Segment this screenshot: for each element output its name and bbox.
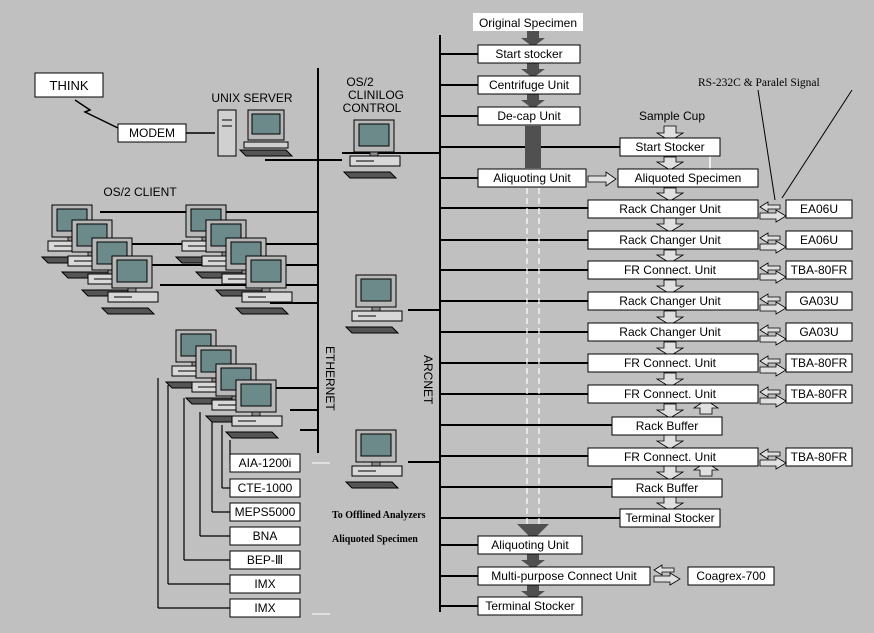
unit-5-label: FR Connect. Unit: [624, 356, 717, 370]
os2-client-label: OS/2 CLIENT: [103, 185, 177, 199]
decap-label: De-cap Unit: [497, 109, 561, 123]
analyzer-7-label: TBA-80FR: [791, 450, 848, 464]
dark-arrows: [521, 30, 545, 600]
unix-server-label: UNIX SERVER: [211, 91, 292, 105]
rs232c-label: RS-232C & Paralel Signal: [698, 77, 820, 89]
offline-0-label: AIA-1200i: [239, 456, 292, 470]
aliquoting-label: Aliquoting Unit: [493, 171, 571, 185]
offline-3-label: BNA: [253, 529, 278, 543]
os2-label-line3: CONTROL: [343, 101, 402, 115]
analyzer-1-label: EA06U: [800, 233, 838, 247]
start-stocker-2-label: Start Stocker: [635, 140, 704, 154]
to-offlined-label: To Offlined Analyzers: [332, 510, 426, 521]
arcnet-label: ARCNET: [421, 355, 435, 405]
pc-arcnet-2: [345, 429, 403, 489]
os2-client-cluster: [41, 204, 293, 315]
unit-9-label: Rack Buffer: [636, 481, 698, 495]
offline-6-label: IMX: [254, 601, 275, 615]
hollow-arrows: [587, 125, 720, 512]
centrifuge-label: Centrifuge Unit: [489, 78, 570, 92]
multipurpose-label: Multi-purpose Connect Unit: [491, 569, 637, 583]
pc-clinilog: [343, 119, 401, 179]
terminal-stocker-2-label: Terminal Stocker: [485, 599, 574, 613]
analyzer-links: [653, 201, 787, 586]
pc-arcnet-1: [345, 274, 403, 334]
original-specimen-label: Original Specimen: [479, 16, 577, 30]
unit-2-label: FR Connect. Unit: [624, 263, 717, 277]
offline-5-label: IMX: [254, 577, 275, 591]
unit-0-label: Rack Changer Unit: [619, 202, 721, 216]
modem-wiring: [74, 99, 215, 134]
modem-box: [117, 123, 187, 143]
analyzer-boxes: [687, 199, 853, 586]
unit-10-label: Terminal Stocker: [625, 511, 714, 525]
aliquoting-2-label: Aliquoting Unit: [491, 538, 569, 552]
coagrex-label: Coagrex-700: [696, 569, 766, 583]
aliquoted-specimen-bottom-label: Aliquoted Specimen: [332, 534, 418, 545]
analyzer-5-label: TBA-80FR: [791, 356, 848, 370]
unit-1-label: Rack Changer Unit: [619, 233, 721, 247]
unit-6-label: FR Connect. Unit: [624, 387, 717, 401]
rs232c-pointers: [757, 89, 853, 201]
offline-4-label: BEP-Ⅲ: [247, 553, 283, 567]
offline-device-boxes: [229, 453, 301, 618]
original-specimen-box: [473, 13, 583, 31]
os2-label-line1: OS/2: [346, 75, 374, 89]
process-boxes: [477, 44, 759, 616]
aliquoted-specimen-label: Aliquoted Specimen: [635, 171, 742, 185]
think-label: THINK: [50, 78, 89, 93]
analyzer-6-label: TBA-80FR: [791, 387, 848, 401]
analyzer-2-label: TBA-80FR: [791, 263, 848, 277]
offline-1-label: CTE-1000: [238, 481, 293, 495]
os2-label-line2: CLINILOG: [348, 88, 404, 102]
unit-4-label: Rack Changer Unit: [619, 325, 721, 339]
analyzer-0-label: EA06U: [800, 202, 838, 216]
sample-cup-label: Sample Cup: [639, 109, 705, 123]
unit-8-label: FR Connect. Unit: [624, 450, 717, 464]
unix-server-icon: [217, 109, 294, 157]
modem-label: MODEM: [129, 126, 175, 140]
unit-3-label: Rack Changer Unit: [619, 294, 721, 308]
analyzer-4-label: GA03U: [799, 325, 838, 339]
offline-wiring: [157, 378, 231, 609]
offline-2-label: MEPS5000: [235, 505, 296, 519]
specimen-flow: [517, 126, 549, 540]
unit-7-label: Rack Buffer: [636, 419, 698, 433]
think-box: [34, 72, 104, 98]
analyzer-3-label: GA03U: [799, 294, 838, 308]
ethernet-label: ETHERNET: [323, 346, 337, 411]
start-stocker-label: Start stocker: [495, 47, 562, 61]
